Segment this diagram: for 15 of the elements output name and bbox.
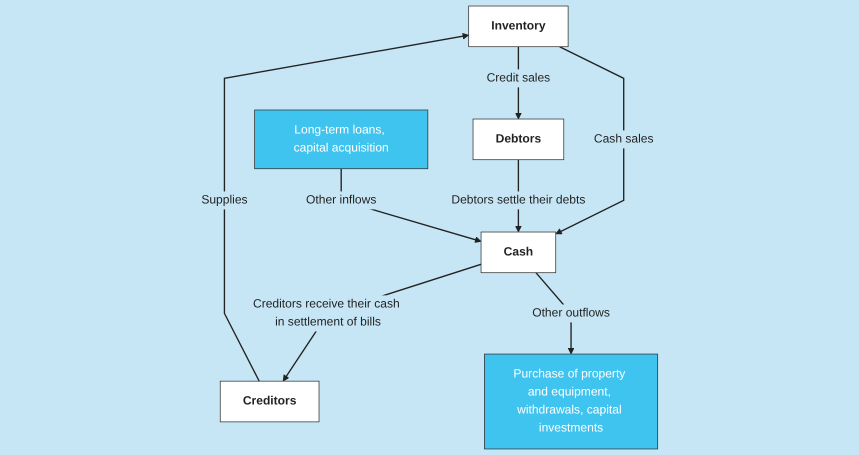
node-box: Cash	[480, 232, 556, 274]
edge-label: Credit sales	[486, 72, 550, 84]
edge-label: Other outflows	[532, 306, 610, 320]
arrow	[555, 46, 624, 234]
edge-label: Other inflows	[306, 194, 376, 206]
edge-label: Supplies	[201, 194, 248, 206]
edge-label: Cash sales	[594, 132, 654, 146]
node-box: Long-term loans, capital acquisition	[254, 110, 428, 170]
edge-label: Debtors settle their debts	[451, 194, 586, 206]
node-box: Inventory	[468, 6, 568, 48]
arrow	[224, 32, 469, 382]
node-box: Creditors	[220, 380, 320, 422]
node-box: Purchase of property and equipment, withdrawals, capital investments	[484, 354, 658, 450]
edge-label: Creditors receive their cash in settlement of bills	[252, 298, 400, 328]
node-box: Debtors	[472, 118, 564, 160]
